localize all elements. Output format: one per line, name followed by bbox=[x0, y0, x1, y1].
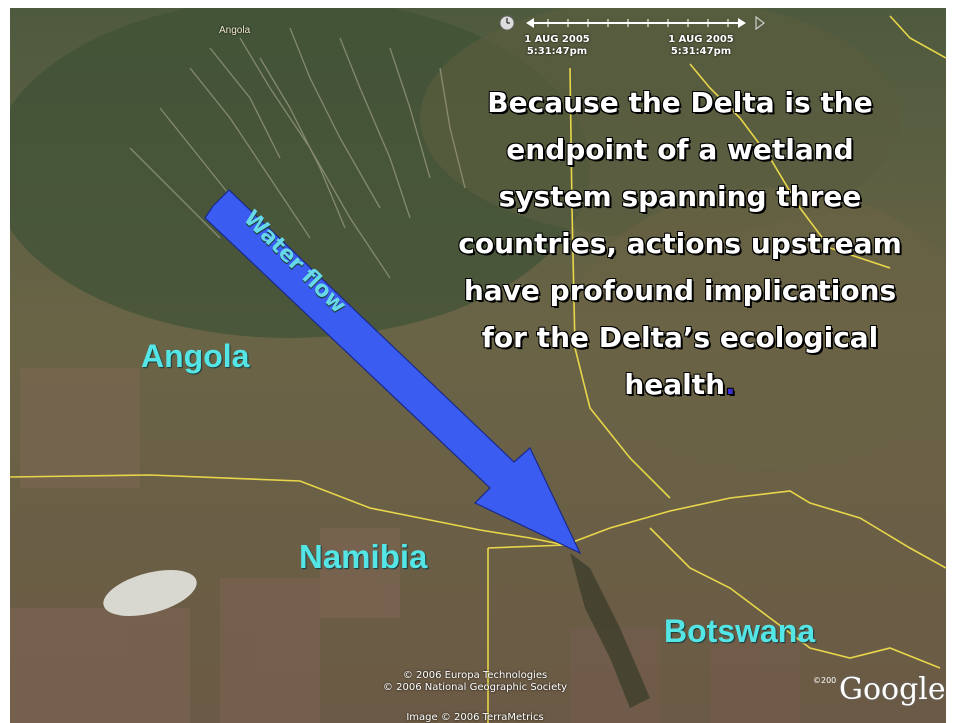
satellite-imagery bbox=[10, 8, 946, 723]
caption-line-3: system spanning three bbox=[498, 180, 862, 213]
timeline-end-date: 1 AUG 2005 bbox=[668, 34, 734, 45]
timeline-end: 1 AUG 2005 5:31:47pm bbox=[666, 34, 736, 58]
caption-health: health bbox=[624, 368, 726, 401]
caption-text: Because the Delta is the endpoint of a w… bbox=[412, 79, 946, 408]
caption-line-7: health. bbox=[412, 361, 946, 408]
map-label-botswana: Botswana bbox=[664, 613, 816, 649]
credit-national-geographic: © 2006 National Geographic Society bbox=[382, 682, 568, 693]
map-label-angola: Angola bbox=[141, 338, 250, 374]
google-copyright: ©200 bbox=[813, 676, 837, 685]
map-credits: © 2006 Europa Technologies © 2006 Nation… bbox=[360, 670, 590, 723]
timeline-track[interactable] bbox=[498, 12, 768, 34]
map-label-angola-small: Angola bbox=[219, 25, 251, 36]
water-flow-arrow bbox=[204, 189, 582, 555]
caption-line-5: have profound implications bbox=[463, 274, 897, 307]
timeline-start-date: 1 AUG 2005 bbox=[524, 34, 590, 45]
timeline-start-time: 5:31:47pm bbox=[526, 46, 588, 57]
caption-period: . bbox=[725, 368, 736, 401]
credit-europa: © 2006 Europa Technologies bbox=[402, 670, 548, 681]
map-label-namibia: Namibia bbox=[299, 538, 428, 575]
caption-line-2: endpoint of a wetland bbox=[506, 133, 854, 166]
caption-line-4: countries, actions upstream bbox=[458, 227, 902, 260]
credit-terrametrics: Image © 2006 TerraMetrics bbox=[406, 712, 544, 723]
timeline-start: 1 AUG 2005 5:31:47pm bbox=[522, 34, 592, 58]
caption-line-1: Because the Delta is the bbox=[487, 86, 873, 119]
timeline-end-time: 5:31:47pm bbox=[670, 46, 732, 57]
caption-line-6: for the Delta’s ecological bbox=[481, 321, 879, 354]
google-logo: Google bbox=[839, 672, 946, 707]
timeline-slider[interactable]: 1 AUG 2005 5:31:47pm 1 AUG 2005 5:31:47p… bbox=[498, 12, 768, 64]
map-view[interactable]: 1 AUG 2005 5:31:47pm 1 AUG 2005 5:31:47p… bbox=[10, 8, 946, 723]
